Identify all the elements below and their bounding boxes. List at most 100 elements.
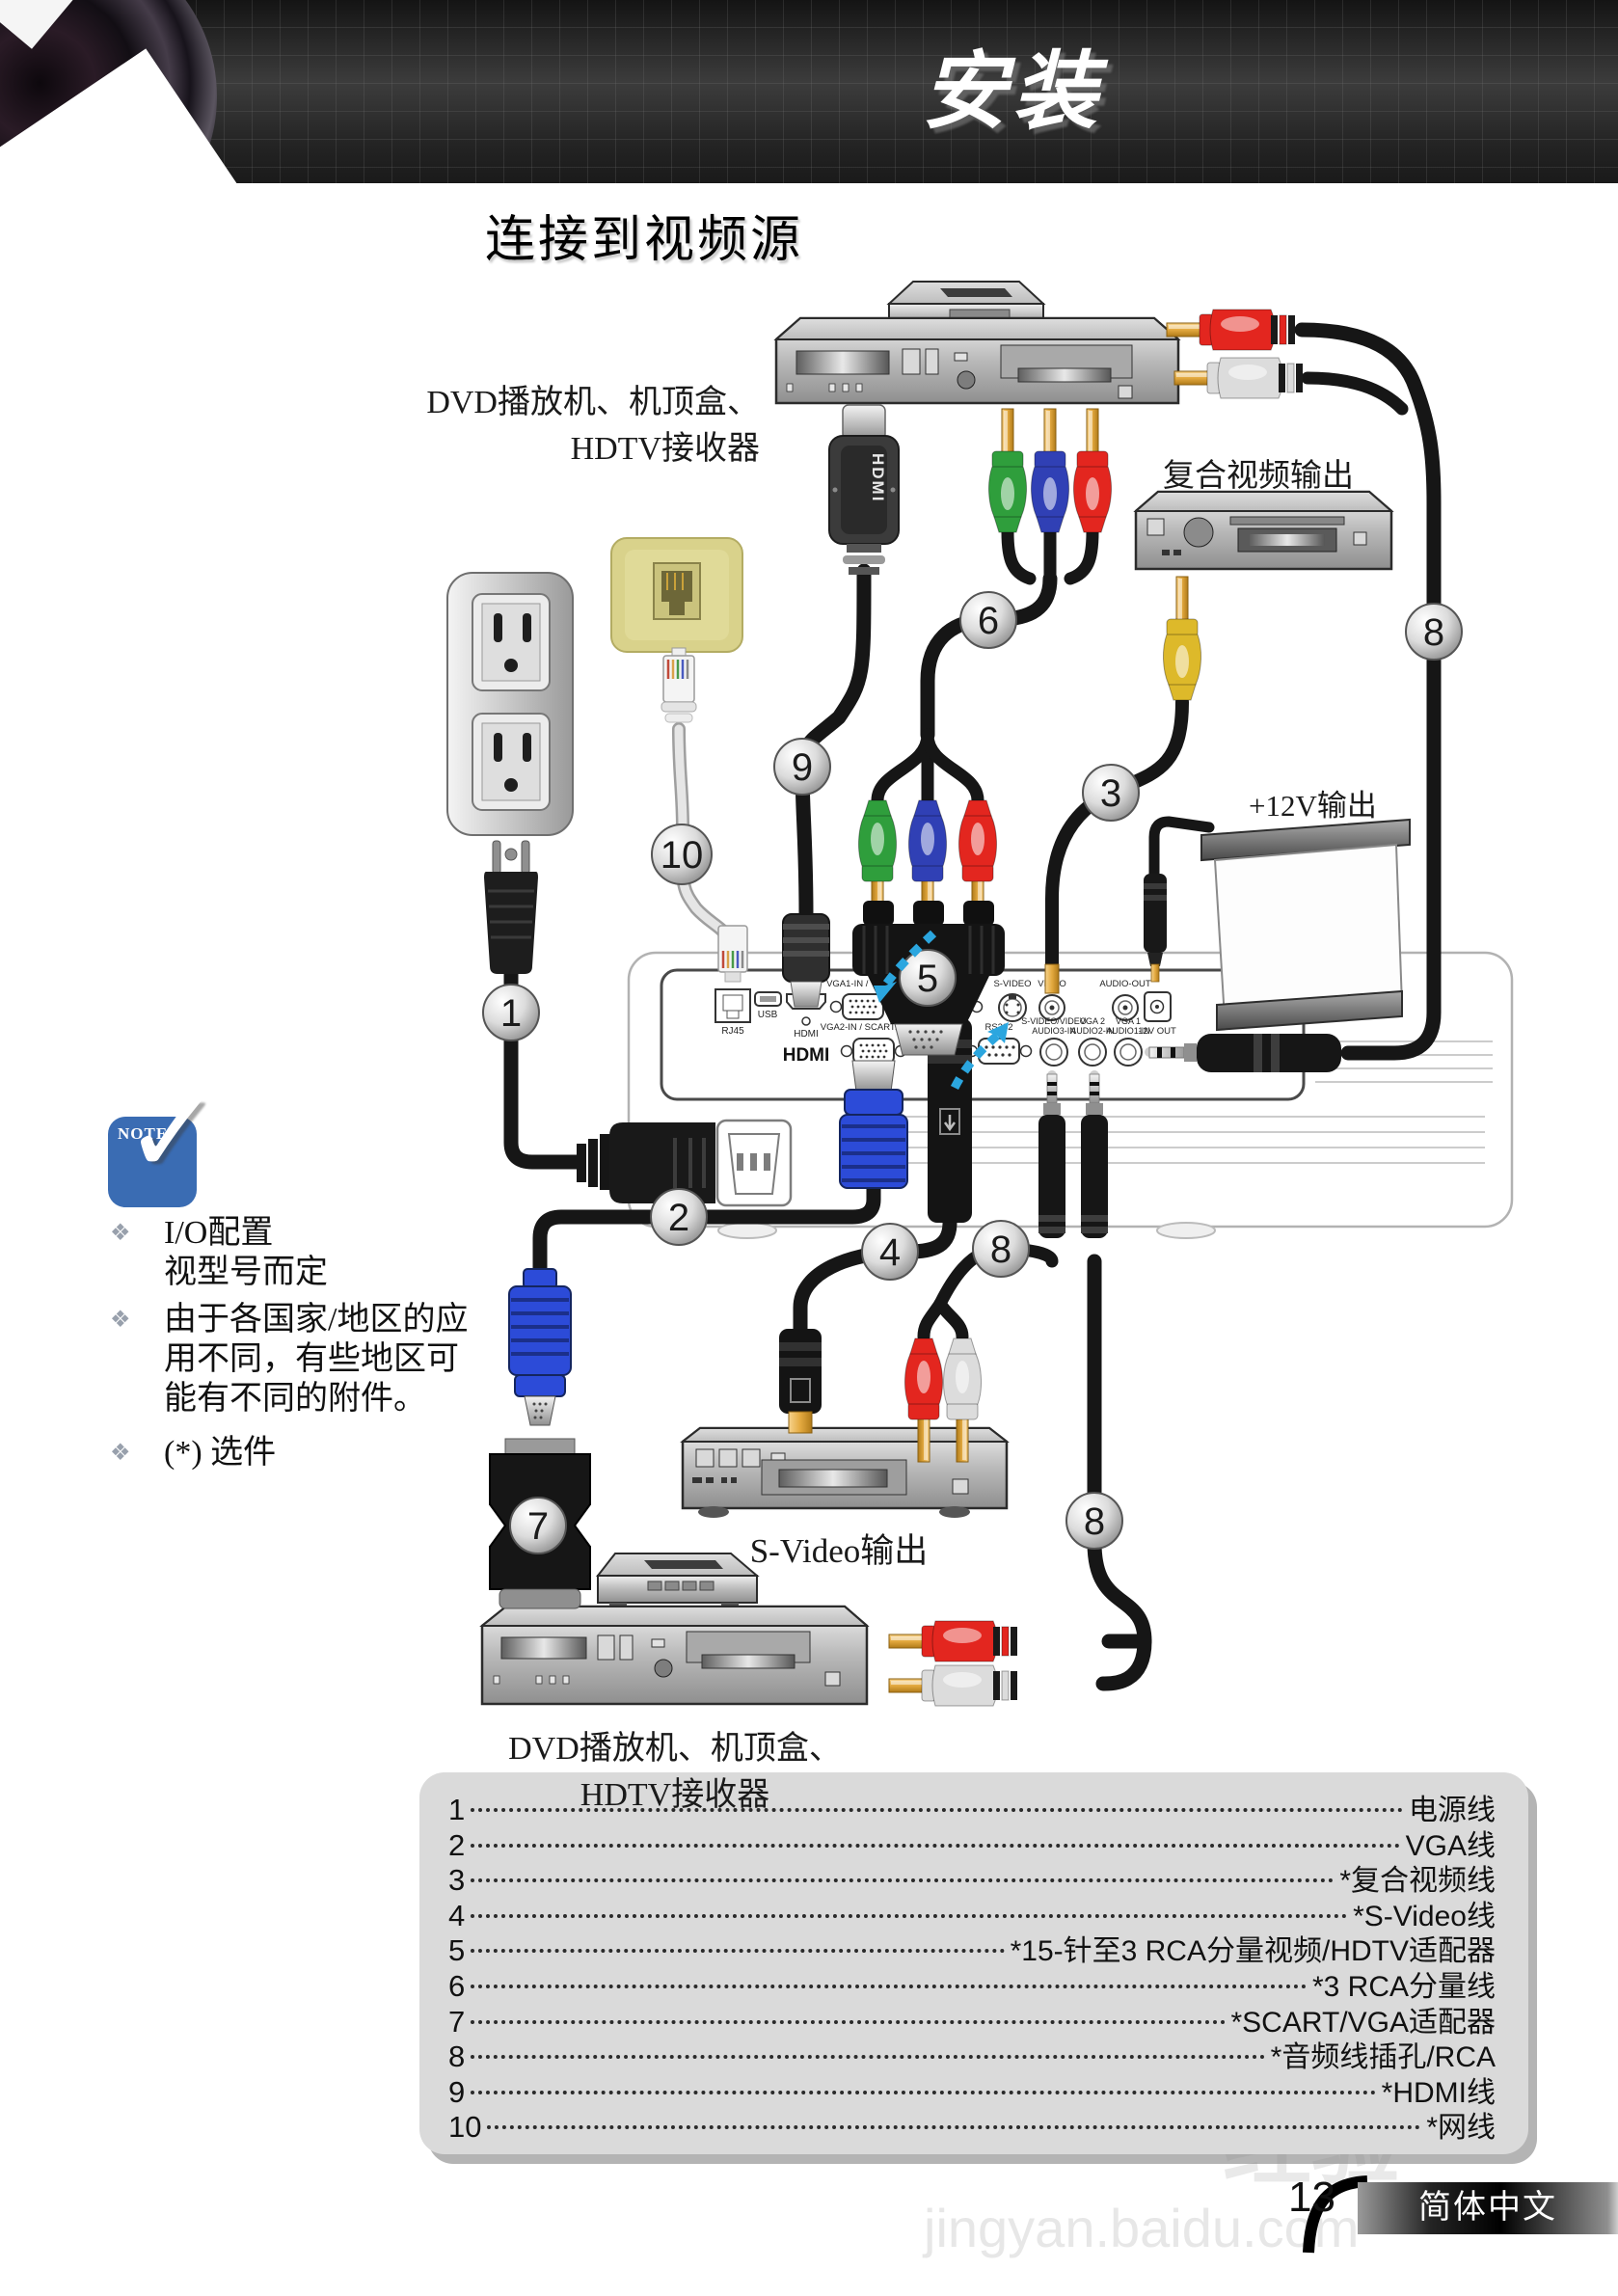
note-item: ❖ (*) 选件 xyxy=(108,1433,494,1472)
svg-text:4: 4 xyxy=(879,1231,901,1274)
label-composite-output: 复合视频输出 xyxy=(1163,459,1354,494)
note-item: ❖ 由于各国家/地区的应 用不同，有些地区可 能有不同的附件。 xyxy=(108,1300,494,1418)
badge-5: 5 xyxy=(899,949,957,1007)
note-icon-label: NOTE xyxy=(118,1124,169,1143)
hdmi-logo: HDMI xyxy=(783,1045,830,1066)
svg-text:10: 10 xyxy=(661,834,704,877)
port-rj45: RJ45 xyxy=(715,988,751,1037)
svg-text:2: 2 xyxy=(668,1197,689,1239)
svg-text:12V OUT: 12V OUT xyxy=(1138,1026,1176,1037)
badge-6: 6 xyxy=(959,591,1017,649)
port-12v-out: 12V OUT xyxy=(1138,991,1176,1037)
note-line: 由于各国家/地区的应 xyxy=(164,1302,469,1337)
connection-arrows xyxy=(881,930,1000,1091)
svg-text:8: 8 xyxy=(990,1229,1011,1271)
label-12v-output: +12V输出 xyxy=(1249,789,1377,823)
page-header: 安装 xyxy=(0,0,1618,363)
badge-4: 4 xyxy=(861,1223,919,1281)
cable-list: 1 电源线 2 VGA线 3 *复合视频线 4 *S-Video线 5 xyxy=(419,1772,1528,2154)
component-cable xyxy=(871,526,1099,807)
svg-text:VGA 1: VGA 1 xyxy=(1116,1016,1141,1026)
svg-text:9: 9 xyxy=(792,746,813,789)
note-check-icon: ✓ xyxy=(123,1067,221,1201)
composite-video-device xyxy=(1133,490,1394,571)
list-item: 8 *音频线插孔/RCA xyxy=(448,2033,1496,2073)
svg-text:AUDIO1-IN: AUDIO1-IN xyxy=(1106,1026,1150,1036)
footer-swoosh xyxy=(1303,2175,1368,2254)
badge-1: 1 xyxy=(482,984,540,1041)
port-usb: USB xyxy=(754,991,782,1020)
dotted-leader xyxy=(471,1843,1400,1848)
svg-text:RJ45: RJ45 xyxy=(721,1026,744,1037)
list-item: 10 *网线 xyxy=(448,2103,1496,2144)
note-line: 用不同，有些地区可 xyxy=(164,1341,459,1377)
item-number: 5 xyxy=(448,1933,466,1968)
badge-2: 2 xyxy=(650,1188,708,1246)
list-item: 9 *HDMI线 xyxy=(448,2068,1496,2109)
label-source-bottom: DVD播放机、机顶盒、 HDTV接收器 xyxy=(463,1726,887,1819)
list-item: 1 电源线 xyxy=(448,1786,1496,1826)
item-label: *网线 xyxy=(1426,2112,1496,2145)
note-line: 能有不同的附件。 xyxy=(164,1381,426,1417)
item-label: *HDMI线 xyxy=(1381,2076,1496,2109)
list-item: 4 *S-Video线 xyxy=(448,1892,1496,1932)
hdmi-plug-top: HDMI xyxy=(828,404,900,575)
note-icon: NOTE ✓ xyxy=(108,1067,221,1207)
hdmi-plug-bottom xyxy=(782,913,830,1008)
item-number: 2 xyxy=(448,1827,466,1862)
dc-plug xyxy=(1144,874,1167,983)
audio-cable-bottom xyxy=(1087,1254,1152,1691)
item-label: *复合视频线 xyxy=(1339,1865,1496,1898)
item-number: 6 xyxy=(448,1968,466,2003)
label-line: HDTV接收器 xyxy=(570,431,760,467)
svg-text:6: 6 xyxy=(978,600,999,642)
dotted-leader xyxy=(471,2055,1265,2060)
svg-text:8: 8 xyxy=(1084,1500,1105,1543)
iec-plug xyxy=(577,1122,715,1203)
port-vga1-in: VGA1-IN / YPbPr/ xyxy=(826,979,900,1020)
power-outlet xyxy=(446,572,574,836)
item-number: 8 xyxy=(448,2039,466,2074)
dotted-leader xyxy=(471,1913,1348,1918)
svg-text:7: 7 xyxy=(527,1505,549,1548)
audio-rca-top xyxy=(1166,309,1304,399)
label-svideo-output: S-Video输出 xyxy=(749,1532,929,1570)
arrow-heads xyxy=(874,982,1009,1043)
diamond-bullet-icon: ❖ xyxy=(110,1441,131,1466)
item-number: 4 xyxy=(448,1898,466,1932)
page-number: 13 xyxy=(1288,2174,1335,2221)
svg-text:HDMI: HDMI xyxy=(794,1029,819,1040)
svg-text:HDMI: HDMI xyxy=(783,1045,830,1066)
composite-cable-tip xyxy=(1044,963,1060,994)
item-label: VGA线 xyxy=(1405,1829,1496,1862)
dvd-player-top xyxy=(773,281,1181,405)
svg-text:AUDIO3-IN: AUDIO3-IN xyxy=(1032,1026,1076,1036)
lan-plug-bottom xyxy=(717,925,748,983)
item-label: *S-Video线 xyxy=(1353,1900,1496,1932)
badge-10: 10 xyxy=(651,824,713,885)
svg-text:3: 3 xyxy=(1100,772,1121,815)
item-number: 1 xyxy=(448,1793,466,1826)
page-title: 安装 xyxy=(921,43,1103,139)
lan-plug-top xyxy=(661,647,697,723)
footer-language-label: 简体中文 xyxy=(1418,2190,1557,2226)
projection-screen xyxy=(1200,818,1411,1032)
note-line: I/O配置 xyxy=(164,1215,274,1251)
label-line: DVD播放机、机顶盒、 xyxy=(426,385,760,420)
power-plug xyxy=(484,840,538,974)
lan-wall-plate xyxy=(610,537,743,653)
svg-text:VGA2-IN / SCART/ YPbPr: VGA2-IN / SCART/ YPbPr xyxy=(821,1022,928,1033)
audio-minijack-side xyxy=(1145,1034,1341,1072)
port-audio1-in: VGA 1 AUDIO1-IN xyxy=(1106,1016,1150,1067)
svg-text:S-VIDEO: S-VIDEO xyxy=(993,979,1031,989)
dotted-leader xyxy=(471,1949,1005,1954)
svideo-plug-bottom xyxy=(779,1329,822,1434)
vga-plug-bottom xyxy=(508,1268,572,1426)
badge-3: 3 xyxy=(1082,764,1140,822)
component-adapter xyxy=(852,901,1005,1056)
vga-plug-top xyxy=(839,1060,908,1189)
dotted-leader xyxy=(471,1878,1335,1883)
footer-language-bar: 简体中文 xyxy=(1358,2182,1618,2234)
badge-9: 9 xyxy=(773,738,831,796)
